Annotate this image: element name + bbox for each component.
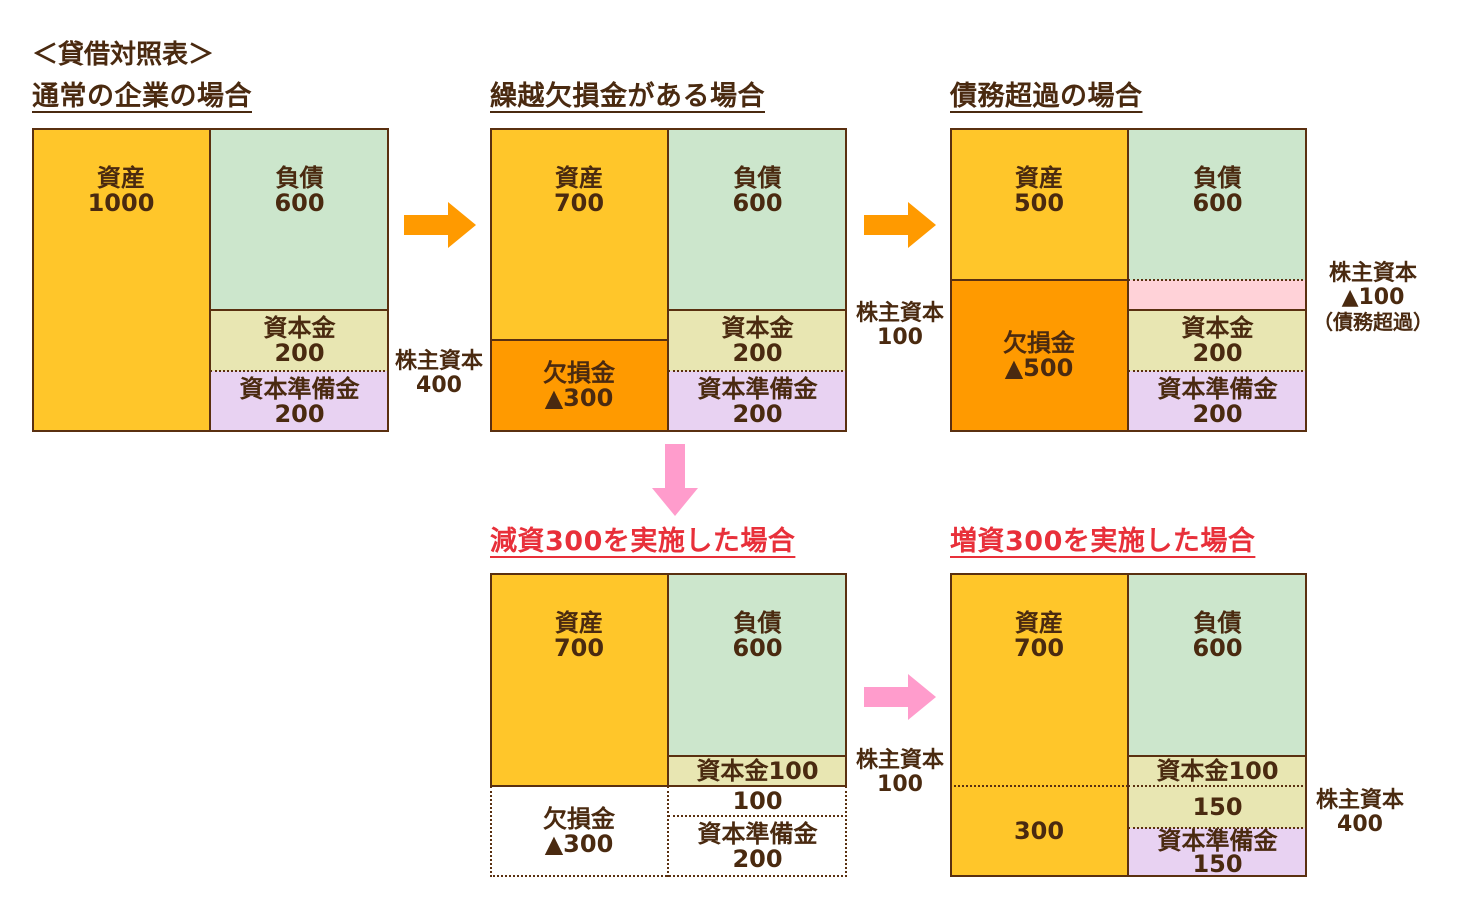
arrow-right-icon <box>864 674 936 720</box>
arrow-right-icon <box>864 202 936 248</box>
deficit-block: 欠損金▲300 <box>490 340 668 432</box>
negative-equity-block <box>1128 280 1307 310</box>
panel-deficit-heading: 繰越欠損金がある場合 <box>490 81 765 112</box>
added-capital-block: 150 <box>1128 786 1307 828</box>
panel-insolvent-heading: 債務超過の場合 <box>950 81 1143 112</box>
removed-capital-block: 100 <box>668 786 847 816</box>
capital-block: 資本金100 <box>668 756 847 786</box>
page-title: ＜貸借対照表＞ <box>32 40 215 70</box>
deficit-block: 欠損金▲300 <box>490 786 668 877</box>
deficit-block: 欠損金▲500 <box>950 280 1128 432</box>
panel-reduction-heading: 減資300を実施した場合 <box>490 526 796 557</box>
panel-normal-heading: 通常の企業の場合 <box>32 81 252 112</box>
arrow-down-icon <box>652 444 698 516</box>
added-asset-block: 300 <box>950 786 1128 877</box>
capital-block: 資本金100 <box>1128 756 1307 786</box>
equity-label-insolvent: 株主資本 ▲100 （債務超過） <box>1313 261 1433 335</box>
panel-increase-heading: 増資300を実施した場合 <box>950 526 1256 557</box>
arrow-right-icon <box>404 202 476 248</box>
